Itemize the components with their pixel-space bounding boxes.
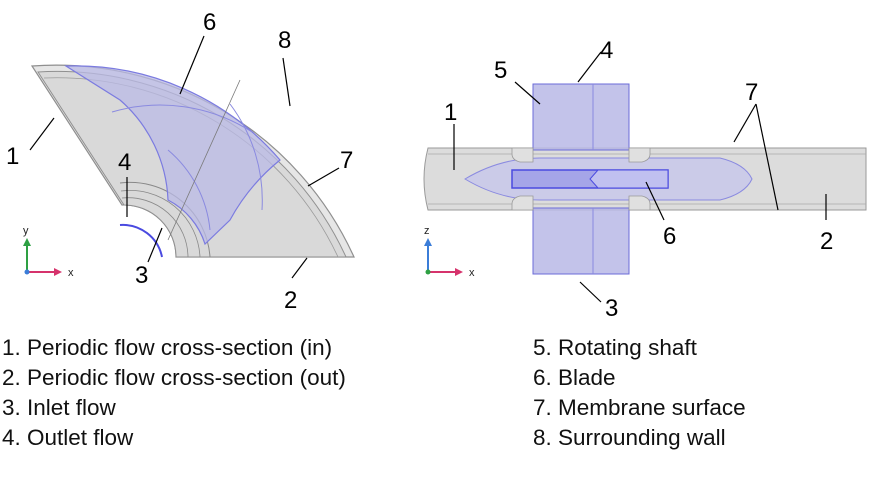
axis-triad-xy: y x	[23, 225, 74, 279]
callout-5-right: 5	[494, 57, 507, 84]
geometry-figure: 1 2 3 4 6 7 8 y x	[6, 9, 867, 320]
leader-1-left	[29, 117, 55, 151]
blade-inner-curve	[111, 104, 253, 133]
leader-6-left	[179, 35, 205, 95]
flange-tl	[511, 147, 534, 163]
legend-item-5: 5. Rotating shaft	[533, 335, 697, 360]
legend-item-7: 7. Membrane surface	[533, 395, 746, 420]
leader-6-right	[645, 181, 665, 221]
callout-3-left: 3	[135, 262, 148, 289]
leader-4-right	[577, 51, 602, 83]
rotating-shaft-top	[532, 83, 630, 151]
callout-2-left: 2	[284, 287, 297, 314]
rotating-shaft-bottom	[532, 207, 630, 275]
leader-7b-right	[755, 103, 779, 211]
leader-3-left	[147, 227, 163, 263]
flange-tr	[628, 147, 651, 163]
legend-item-6: 6. Blade	[533, 365, 616, 390]
leader-8-left	[282, 57, 291, 107]
axis-label-x-left: x	[68, 267, 74, 279]
callout-6-left: 6	[203, 9, 216, 36]
axis-label-z: z	[424, 225, 430, 237]
blade-inner-curve-2	[229, 103, 263, 211]
right-view-xz: 1 2 3 4 5 6 7 z x	[423, 37, 867, 320]
leader-7-left	[307, 167, 340, 187]
leader-5-right	[514, 81, 541, 105]
callout-8-left: 8	[278, 27, 291, 54]
hub-ring-inner	[121, 197, 189, 258]
legend-left: 1. Periodic flow cross-section (in) 2. P…	[2, 333, 346, 453]
callout-6-right: 6	[663, 223, 676, 250]
flange-br	[628, 195, 651, 211]
callout-4-left: 4	[118, 149, 131, 176]
callout-3-right: 3	[605, 295, 618, 320]
leader-3-right	[579, 281, 602, 303]
leader-7a-right	[733, 103, 757, 143]
figure-svg: 1 2 3 4 6 7 8 y x	[6, 9, 867, 320]
outlet-arc	[119, 223, 163, 258]
legend-item-2: 2. Periodic flow cross-section (out)	[2, 365, 346, 390]
callout-2-right: 2	[820, 228, 833, 255]
legend-right: 5. Rotating shaft 6. Blade 7. Membrane s…	[533, 333, 746, 453]
blade-inner-curve-3	[167, 149, 211, 231]
left-view-xy: 1 2 3 4 6 7 8 y x	[6, 9, 355, 314]
legend-item-8: 8. Surrounding wall	[533, 425, 726, 450]
axis-label-x-right: x	[469, 267, 475, 279]
hub-ring-mid	[120, 190, 201, 258]
blade-tip	[589, 169, 669, 189]
leader-2-left	[291, 257, 308, 279]
diagonal-line	[167, 79, 241, 241]
callout-1-left: 1	[6, 143, 19, 170]
flange-bl	[511, 195, 534, 211]
axis-label-y: y	[23, 225, 29, 237]
callout-1-right: 1	[444, 99, 457, 126]
callout-7-left: 7	[340, 147, 353, 174]
callout-4-right: 4	[600, 37, 613, 64]
callout-7-right: 7	[745, 79, 758, 106]
legend-item-3: 3. Inlet flow	[2, 395, 116, 420]
axis-triad-xz: z x	[424, 225, 475, 279]
legend-item-1: 1. Periodic flow cross-section (in)	[2, 335, 333, 360]
legend-item-4: 4. Outlet flow	[2, 425, 134, 450]
